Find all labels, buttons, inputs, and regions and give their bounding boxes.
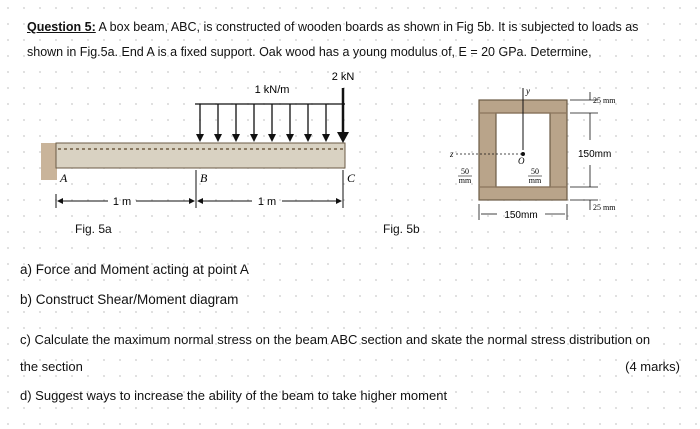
fig-5a-caption: Fig. 5a bbox=[75, 222, 112, 236]
part-c-line-1: c) Calculate the maximum normal stress o… bbox=[20, 332, 651, 347]
point-c-label: C bbox=[347, 171, 356, 185]
beam bbox=[55, 142, 346, 169]
span-ab-label: 1 m bbox=[113, 196, 131, 208]
z-axis-label: z bbox=[449, 149, 454, 159]
point-load-label: 2 kN bbox=[332, 71, 355, 83]
y-axis-label: y bbox=[525, 86, 530, 96]
dimension-lines bbox=[55, 170, 344, 208]
origin-point bbox=[521, 152, 525, 156]
web-height-label: 150mm bbox=[578, 149, 611, 160]
width-label: 150mm bbox=[504, 210, 537, 221]
question-text-1: A box beam, ABC, is constructed of woode… bbox=[95, 20, 639, 34]
fixed-support bbox=[41, 143, 57, 180]
udl-arrowheads bbox=[196, 134, 330, 142]
question-line-1: Question 5: A box beam, ABC, is construc… bbox=[27, 20, 638, 34]
side-thickness-bottom: mm bbox=[459, 176, 472, 185]
part-a: a) Force and Moment acting at point A bbox=[20, 262, 249, 277]
udl-label: 1 kN/m bbox=[255, 84, 290, 96]
origin-label: O bbox=[518, 156, 525, 166]
question-label: Question 5: bbox=[27, 20, 96, 34]
span-bc-label: 1 m bbox=[258, 196, 276, 208]
dimension-arrowheads bbox=[57, 198, 342, 204]
point-load-arrowhead bbox=[337, 132, 349, 143]
top-thickness-label: 25 mm bbox=[593, 96, 616, 105]
bottom-thickness-label: 25 mm bbox=[593, 203, 616, 212]
bottom-dimension bbox=[478, 204, 568, 220]
right-dimensions bbox=[570, 92, 598, 210]
part-d: d) Suggest ways to increase the ability … bbox=[20, 388, 448, 403]
inner-thickness-top: 50 bbox=[531, 167, 539, 176]
part-c-marks: (4 marks) bbox=[625, 359, 680, 374]
inner-thickness-bottom: mm bbox=[529, 176, 542, 185]
point-a-label: A bbox=[59, 171, 68, 185]
question-line-2: shown in Fig.5a. End A is a fixed suppor… bbox=[27, 45, 592, 59]
side-thickness-top: 50 bbox=[461, 167, 469, 176]
point-b-label: B bbox=[200, 171, 208, 185]
part-c-line-2: the section bbox=[20, 359, 83, 374]
fig-5b-caption: Fig. 5b bbox=[383, 222, 420, 236]
part-b: b) Construct Shear/Moment diagram bbox=[20, 292, 239, 307]
